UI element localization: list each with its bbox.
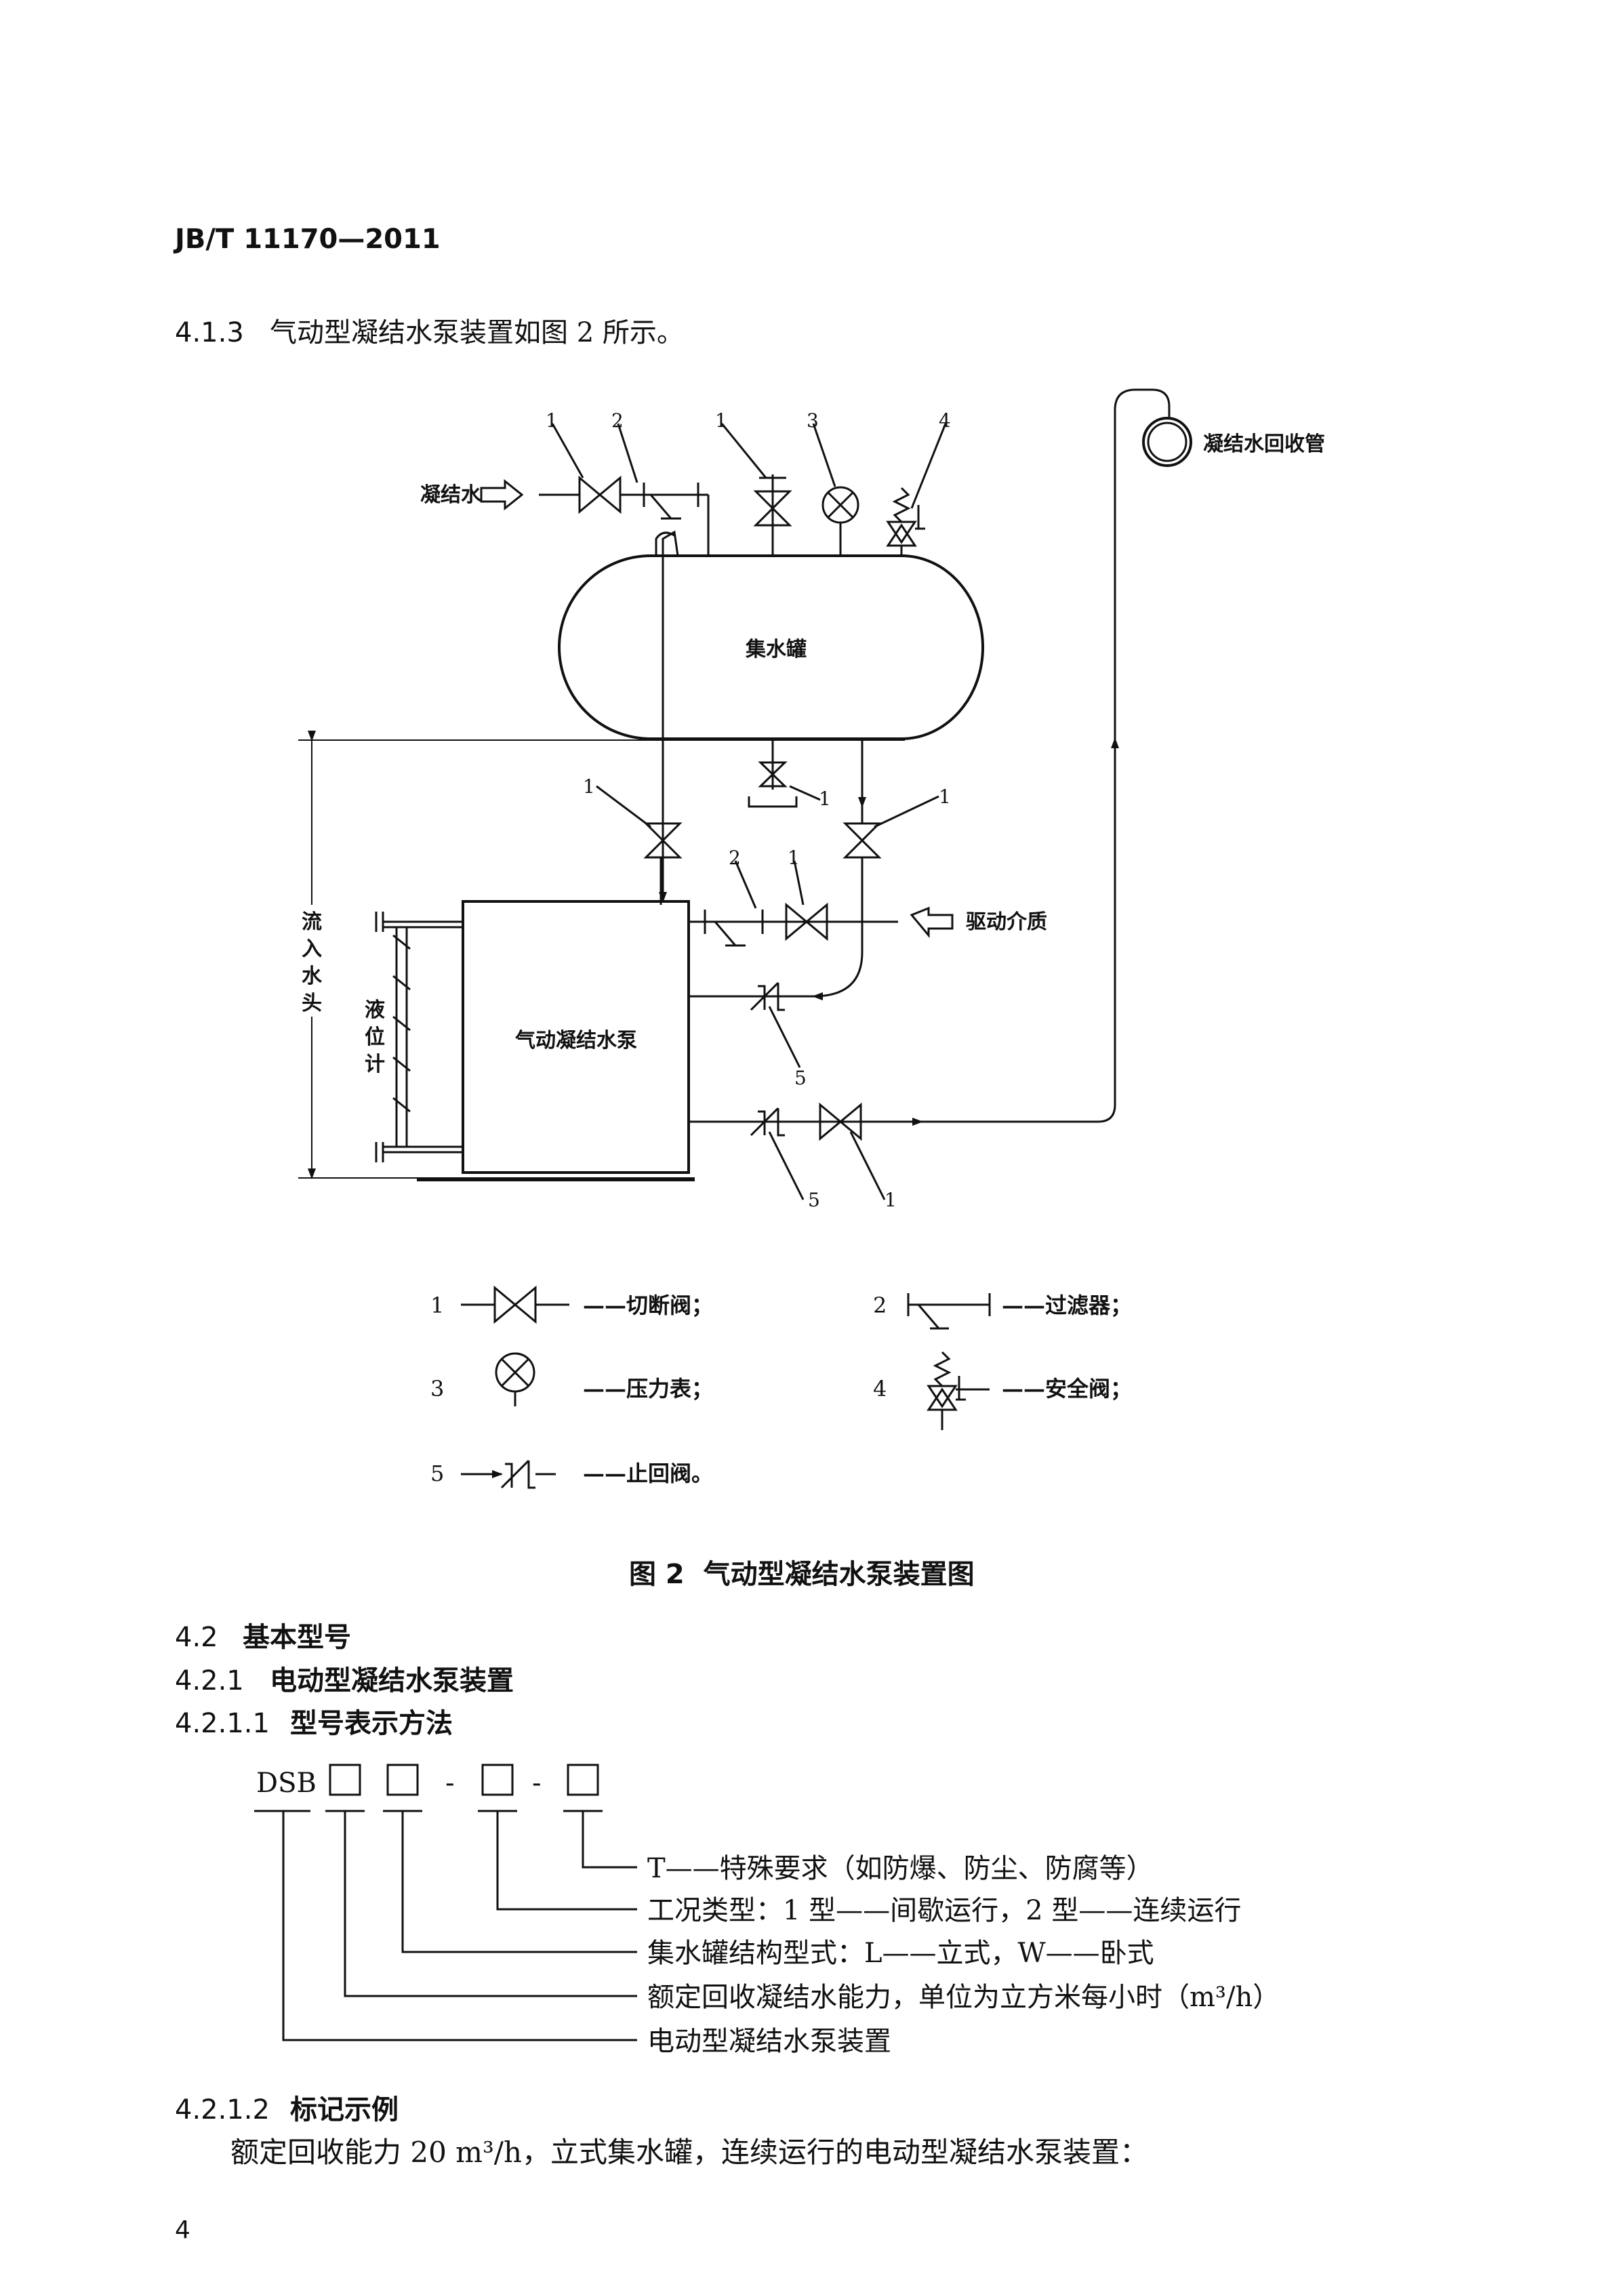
legend-num-5: 5	[430, 1461, 444, 1486]
svg-text:液: 液	[365, 998, 385, 1022]
label-level-gauge: 液位计	[365, 998, 385, 1076]
legend-text-5: ——止回阀。	[583, 1461, 713, 1486]
label-return-pipe: 凝结水回收管	[1203, 432, 1325, 456]
code-explanation-5: 电动型凝结水泵装置	[647, 2026, 891, 2057]
callout-5: 5	[808, 1189, 820, 1211]
callout-5: 5	[794, 1067, 807, 1089]
code-dash-2: -	[532, 1768, 542, 1799]
legend-num-4: 4	[873, 1376, 887, 1402]
model-code-diagram: DSB - - T——特殊要求（如防爆、防尘、防腐等） 工况类型：1 型——间歇…	[254, 1764, 1280, 2057]
figure-number: 图 2	[629, 1559, 685, 1590]
callout-1: 1	[819, 788, 831, 810]
level-gauge-shape	[375, 912, 463, 1162]
label-condensate-in: 凝结水	[420, 483, 482, 507]
legend-text-3: ——压力表；	[583, 1376, 713, 1402]
svg-text:水: 水	[302, 964, 323, 988]
safety-valve-icon	[886, 487, 925, 556]
code-box-3	[481, 1764, 514, 1796]
legend-num-1: 1	[430, 1292, 444, 1318]
label-tank: 集水罐	[745, 638, 807, 661]
legend-text-2: ——过滤器；	[1002, 1292, 1132, 1318]
callout-3: 3	[807, 409, 819, 432]
open-arrow-icon	[480, 479, 524, 511]
clause-text: 气动型凝结水泵装置如图 2 所示。	[270, 317, 684, 348]
legend-num-3: 3	[430, 1376, 444, 1402]
callout-2: 2	[729, 847, 741, 869]
drain-valve-icon	[758, 761, 788, 788]
code-box-4	[567, 1764, 599, 1796]
code-dash-1: -	[445, 1768, 455, 1799]
figure-title: 气动型凝结水泵装置图	[703, 1559, 975, 1590]
callout-4: 4	[939, 409, 951, 432]
gate-valve-icon	[578, 475, 622, 514]
strainer-icon-2	[704, 910, 764, 947]
clause-4-1-3: 4.1.3 气动型凝结水泵装置如图 2 所示。	[175, 310, 684, 350]
code-box-1	[329, 1764, 361, 1796]
label-pump: 气动凝结水泵	[515, 1029, 637, 1053]
svg-text:头: 头	[302, 992, 322, 1015]
code-explanation-3: 集水罐结构型式：L——立式，W——卧式	[647, 1938, 1154, 1969]
strainer-icon	[643, 483, 699, 520]
legend-num-2: 2	[873, 1292, 887, 1318]
pump-box	[462, 900, 690, 1174]
svg-text:位: 位	[365, 1025, 385, 1049]
tank-shape	[558, 554, 984, 740]
callout-1: 1	[885, 1189, 897, 1211]
callout-1: 1	[939, 786, 951, 808]
check-valve-icon	[750, 981, 785, 1011]
label-drive-medium: 驱动介质	[966, 910, 1047, 934]
clause-number: 4.1.3	[175, 317, 244, 348]
legend-text-4: ——安全阀；	[1002, 1376, 1132, 1402]
figure-caption: 图 2 气动型凝结水泵装置图	[629, 1552, 975, 1591]
standard-header: JB/T 11170—2011	[175, 224, 441, 255]
code-prefix: DSB	[256, 1768, 317, 1799]
callout-1: 1	[546, 409, 558, 432]
vertical-gate-valve-icon	[753, 490, 792, 527]
page-number: 4	[175, 2216, 190, 2244]
return-pipe-icon	[1142, 417, 1192, 467]
svg-text:流: 流	[302, 910, 322, 934]
legend-text-1: ——切断阀；	[583, 1292, 713, 1318]
code-explanation-2: 工况类型：1 型——间歇运行，2 型——连续运行	[647, 1895, 1241, 1926]
callout-1: 1	[788, 847, 800, 869]
callout-1: 1	[715, 409, 727, 432]
code-box-2	[386, 1764, 419, 1796]
callout-1: 1	[583, 775, 595, 798]
code-explanation-4: 额定回收凝结水能力，单位为立方米每小时（m³/h）	[647, 1982, 1280, 2013]
example-text: 额定回收能力 20 m³/h，立式集水罐，连续运行的电动型凝结水泵装置：	[230, 2136, 1149, 2169]
svg-text:计: 计	[365, 1053, 385, 1076]
callout-2: 2	[611, 409, 624, 432]
code-explanation-1: T——特殊要求（如防爆、防尘、防腐等）	[647, 1853, 1154, 1884]
svg-text:入: 入	[302, 937, 322, 961]
